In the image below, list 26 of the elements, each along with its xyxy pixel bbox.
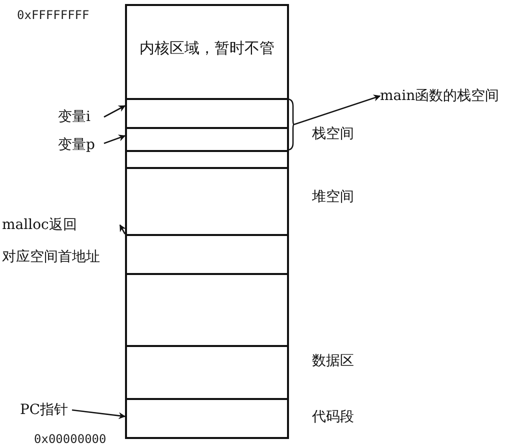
region-label: 代码段 bbox=[312, 408, 354, 426]
annotation-text: 变量i bbox=[58, 108, 92, 127]
annotation-text: 变量p bbox=[58, 136, 96, 155]
memory-region bbox=[125, 234, 289, 275]
arrow bbox=[104, 105, 126, 118]
annotation-text: 对应空间首地址 bbox=[2, 248, 101, 267]
region-label: 栈空间 bbox=[312, 125, 354, 143]
address-label: 0xFFFFFFFF bbox=[17, 8, 90, 22]
arrow bbox=[294, 94, 381, 126]
memory-region bbox=[125, 98, 289, 129]
memory-region bbox=[125, 167, 289, 236]
memory-region bbox=[125, 127, 289, 152]
memory-region bbox=[125, 4, 289, 100]
annotation-text: main函数的栈空间 bbox=[380, 87, 500, 106]
annotation-text: PC指针 bbox=[20, 401, 70, 420]
arrow bbox=[72, 409, 126, 420]
memory-region bbox=[125, 398, 289, 439]
region-label: 堆空间 bbox=[312, 188, 354, 206]
arrow bbox=[104, 134, 126, 144]
address-label: 0x00000000 bbox=[34, 432, 106, 445]
annotation-text: malloc返回 bbox=[2, 216, 78, 235]
region-label: 数据区 bbox=[312, 352, 354, 370]
region-text: 内核区域，暂时不管 bbox=[140, 38, 274, 58]
memory-region bbox=[125, 273, 289, 347]
arrow bbox=[119, 224, 126, 234]
memory-region bbox=[125, 345, 289, 400]
